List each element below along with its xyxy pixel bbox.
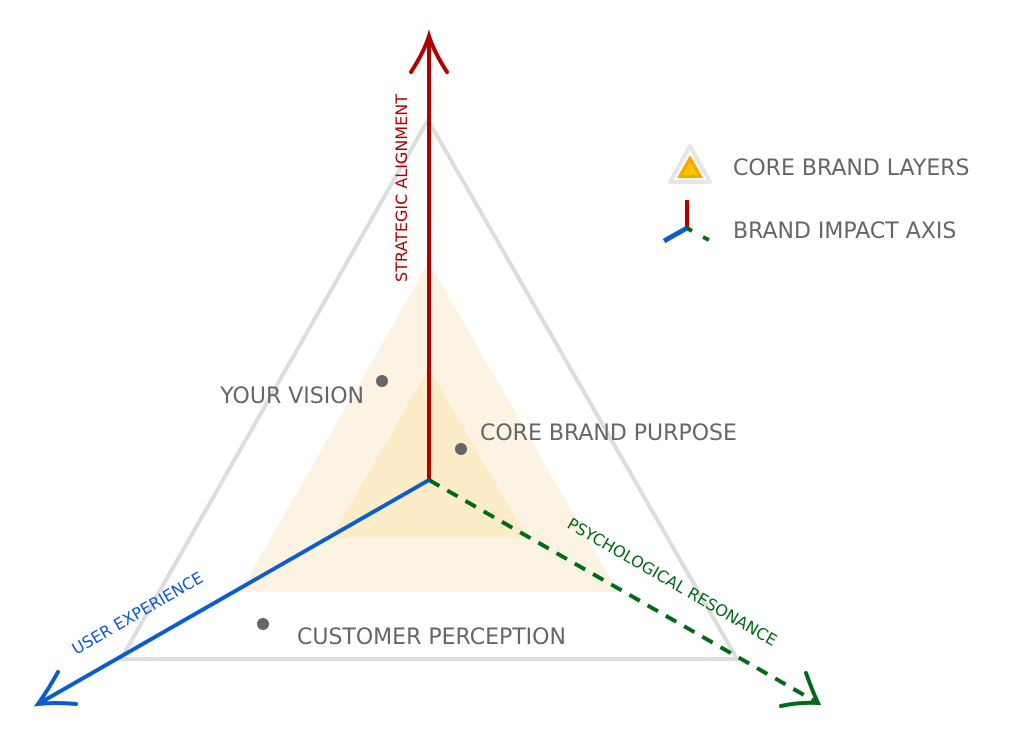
- legend-label-core-brand-layers: CORE BRAND LAYERS: [733, 156, 969, 181]
- point-label-customer-perception: CUSTOMER PERCEPTION: [297, 625, 566, 650]
- point-label-your-vision: YOUR VISION: [219, 384, 364, 409]
- axis-psychological-resonance: PSYCHOLOGICAL RESONANCE: [428, 478, 822, 708]
- arrowhead-icon: [33, 670, 78, 707]
- point-customer-perception: CUSTOMER PERCEPTION: [257, 618, 566, 650]
- tri-axis-icon: [662, 200, 710, 244]
- outer-boundary-triangle: [119, 118, 739, 661]
- axis-strategic-alignment: STRATEGIC ALIGNMENT: [392, 29, 449, 480]
- legend-item-core-brand-layers: CORE BRAND LAYERS: [668, 144, 969, 184]
- axis-label-strategic-alignment: STRATEGIC ALIGNMENT: [392, 94, 411, 282]
- legend-label-brand-impact-axis: BRAND IMPACT AXIS: [733, 219, 956, 244]
- point-marker: [257, 618, 269, 630]
- point-label-core-brand-purpose: CORE BRAND PURPOSE: [480, 421, 737, 446]
- point-marker: [376, 375, 388, 387]
- arrowhead-icon: [779, 671, 822, 708]
- point-marker: [455, 443, 467, 455]
- arrowhead-icon: [409, 29, 449, 74]
- point-core-brand-purpose: CORE BRAND PURPOSE: [455, 421, 737, 455]
- point-your-vision: YOUR VISION: [219, 375, 388, 409]
- legend-item-brand-impact-axis: BRAND IMPACT AXIS: [662, 200, 956, 244]
- legend: CORE BRAND LAYERS BRAND IMPACT AXIS: [662, 144, 969, 244]
- triangle-layers-icon: [668, 144, 712, 184]
